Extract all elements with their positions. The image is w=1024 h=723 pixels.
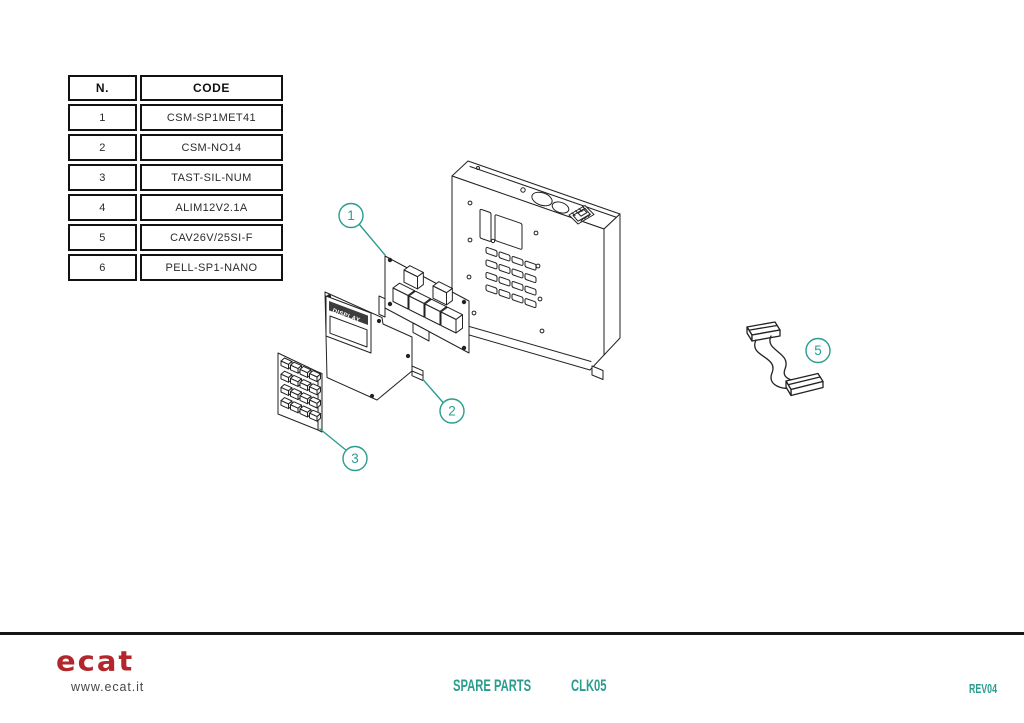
- cable-gland-hole: [530, 190, 554, 209]
- ribbon-cable: [747, 322, 823, 396]
- table-cell-n: 4: [68, 194, 137, 221]
- display-module: DISPLAY: [326, 296, 371, 353]
- callout-number: 3: [351, 451, 359, 466]
- footer-divider: [0, 632, 1024, 635]
- keypad-membrane: [278, 353, 322, 432]
- table-cell-code: CSM-NO14: [140, 134, 283, 161]
- table-cell-code: PELL-SP1-NANO: [140, 254, 283, 281]
- col-header-n: N.: [68, 75, 137, 101]
- callout-3: 3: [343, 447, 367, 471]
- display-board: DISPLAY: [325, 292, 423, 400]
- table-cell-code: ALIM12V2.1A: [140, 194, 283, 221]
- table-cell-n: 6: [68, 254, 137, 281]
- table-cell-code: TAST-SIL-NUM: [140, 164, 283, 191]
- website-url: www.ecat.it: [71, 680, 145, 694]
- callout-5: 5: [806, 339, 830, 363]
- cable-gland-hole: [551, 200, 571, 215]
- top-connector-socket: [569, 206, 594, 225]
- callout-number: 5: [814, 343, 822, 358]
- callout-1: 1: [339, 204, 363, 228]
- display-cutout: [480, 209, 491, 242]
- revision-label: REV04: [969, 681, 998, 696]
- table-cell-code: CSM-SP1MET41: [140, 104, 283, 131]
- leader-line-1: [359, 224, 385, 255]
- main-enclosure: [452, 161, 620, 380]
- callouts: 1 2 3 5: [320, 204, 830, 471]
- table-cell-n: 1: [68, 104, 137, 131]
- doc-code-label: CLK05: [571, 676, 607, 695]
- mounting-tab: [379, 296, 385, 317]
- col-header-code: CODE: [140, 75, 283, 101]
- leader-line-3: [320, 429, 347, 451]
- table-cell-n: 2: [68, 134, 137, 161]
- brand-logo: ecat: [56, 645, 135, 678]
- table-cell-n: 3: [68, 164, 137, 191]
- leader-line-2: [423, 380, 444, 404]
- table-cell-code: CAV26V/25SI-F: [140, 224, 283, 251]
- table-cell-n: 5: [68, 224, 137, 251]
- relay-board: [379, 256, 469, 353]
- display-cutout: [495, 214, 522, 249]
- callout-number: 2: [448, 404, 456, 419]
- doc-type-label: SPARE PARTS: [453, 676, 532, 695]
- enclosure-foot: [592, 366, 603, 380]
- screw-holes: [467, 201, 544, 333]
- mounting-tab: [413, 323, 429, 341]
- callout-number: 1: [347, 208, 355, 223]
- parts-table: N. CODE 1 CSM-SP1MET41 2 CSM-NO14 3 TAST…: [68, 75, 283, 281]
- callout-2: 2: [440, 399, 464, 423]
